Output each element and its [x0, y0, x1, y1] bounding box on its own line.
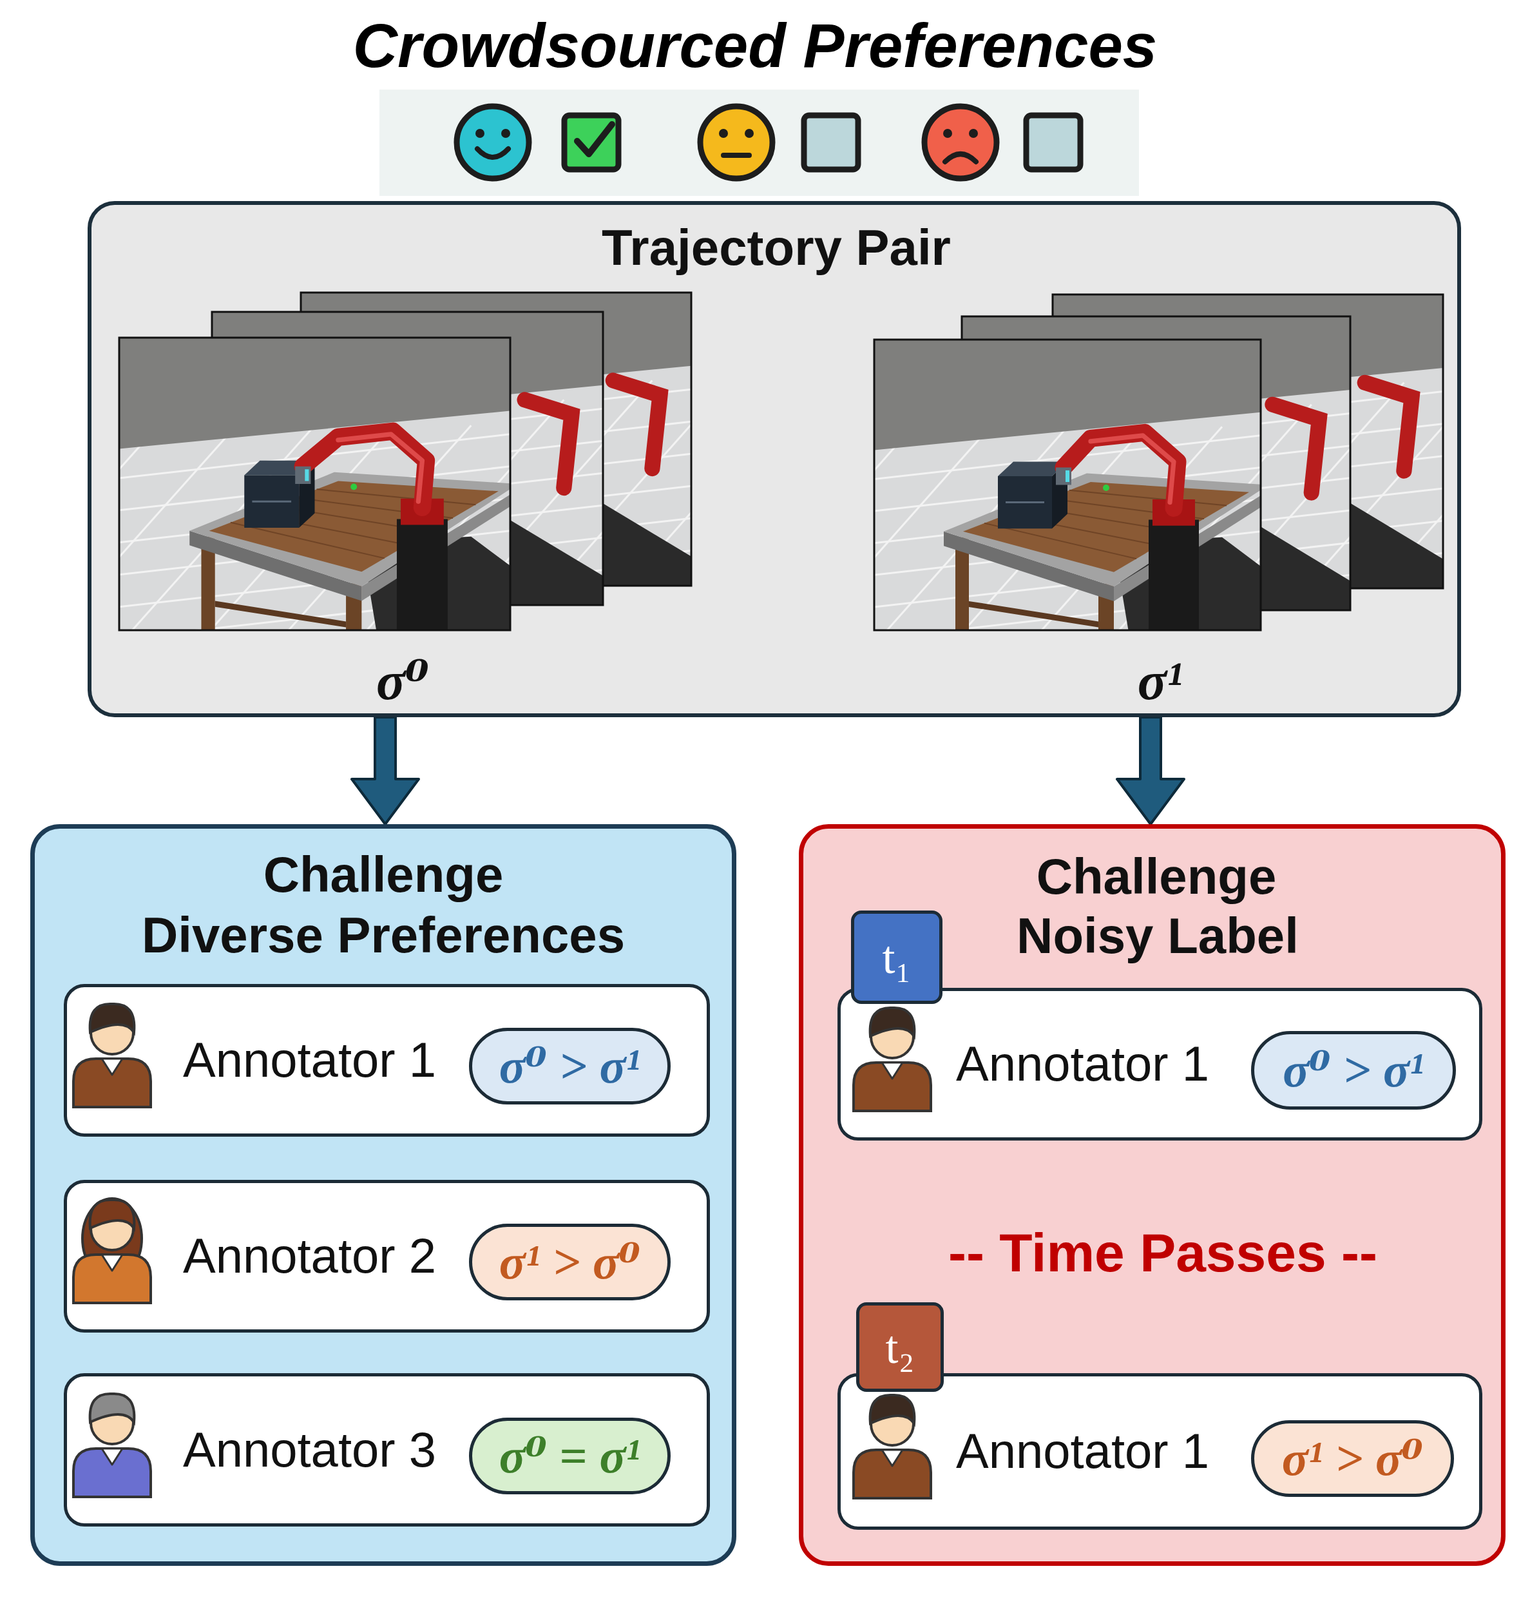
flow-arrow: [1117, 717, 1185, 824]
time-tag: t₁: [851, 910, 943, 1004]
node-heading: Annotator 1: [956, 1422, 1210, 1479]
node-heading: Annotator 2: [182, 1227, 437, 1284]
trajectory-pair-panel: Trajectory Pair σ⁰ σ¹: [87, 200, 1462, 718]
node-heading: σ⁰ > σ¹: [499, 1037, 641, 1094]
face-icon: [456, 106, 529, 179]
checkbox-tick: [577, 124, 612, 154]
node-text: σ¹: [1137, 650, 1183, 713]
node-heading: σ⁰ = σ¹: [499, 1427, 641, 1484]
node-heading: Annotator 1: [182, 1031, 437, 1088]
node-heading: Challenge: [263, 845, 504, 904]
node-heading: σ⁰ > σ¹: [1282, 1041, 1424, 1098]
annotator-row: Annotator 3 σ⁰ = σ¹: [63, 1372, 710, 1527]
time-passes-note: -- Time Passes --: [948, 1221, 1378, 1284]
icon-strip: [379, 89, 1139, 196]
node-heading: Annotator 3: [182, 1421, 437, 1478]
face-eye: [943, 128, 953, 138]
face-mouth: [723, 152, 750, 158]
preference-pill: σ⁰ > σ¹: [468, 1027, 671, 1105]
checkbox-icon: [1026, 115, 1081, 170]
annotator-row: Annotator 1 σ¹ > σ⁰: [837, 1372, 1483, 1530]
face-eye: [718, 128, 728, 138]
face-mouth: [477, 148, 509, 158]
node-heading: Challenge: [1036, 847, 1277, 906]
node-heading: σ¹ > σ⁰: [1281, 1430, 1424, 1487]
checkbox-square: [803, 115, 859, 170]
checkbox-icon: [803, 115, 859, 170]
annotator-row: Annotator 1 σ⁰ > σ¹: [63, 983, 710, 1137]
face-eye: [475, 128, 485, 138]
node-heading: σ¹ > σ⁰: [499, 1233, 641, 1290]
face-circle: [924, 106, 997, 179]
checkbox-square: [1026, 115, 1081, 170]
challenge-panel: ChallengeNoisy LabelAnnotator 1σ⁰ > σ¹An…: [798, 823, 1506, 1566]
annotator-row: Annotator 2 σ¹ > σ⁰: [63, 1179, 710, 1333]
flow-arrow: [351, 717, 419, 824]
node-text: σ⁰: [376, 650, 430, 713]
face-circle: [700, 106, 773, 179]
node-heading: t₁: [881, 930, 911, 984]
time-tag: t₂: [856, 1301, 944, 1392]
preference-pill: σ⁰ = σ¹: [468, 1417, 671, 1494]
face-icon: [924, 106, 997, 179]
face-eye: [744, 128, 754, 138]
preference-pill: σ¹ > σ⁰: [468, 1223, 671, 1301]
face-circle: [456, 106, 529, 179]
preference-pill: σ⁰ > σ¹: [1251, 1030, 1456, 1110]
node-heading: t₂: [885, 1319, 915, 1374]
preference-pill: σ¹ > σ⁰: [1251, 1419, 1454, 1497]
face-eye: [968, 128, 978, 138]
checkbox-icon: [564, 115, 619, 170]
face-icon: [700, 106, 773, 179]
challenge-panel: ChallengeDiverse PreferencesAnnotator 1 σ…: [30, 823, 737, 1566]
checkbox-square: [564, 115, 619, 170]
node-heading: Annotator 1: [956, 1035, 1210, 1092]
node-text: Diverse Preferences: [141, 906, 625, 965]
face-mouth: [945, 153, 976, 162]
face-eye: [501, 128, 511, 138]
node-text: Noisy Label: [1016, 907, 1299, 966]
node-heading: Trajectory Pair: [601, 219, 951, 278]
diagram-title: Crowdsourced Preferences: [353, 10, 1158, 82]
annotator-row: Annotator 1 σ⁰ > σ¹: [837, 987, 1483, 1141]
